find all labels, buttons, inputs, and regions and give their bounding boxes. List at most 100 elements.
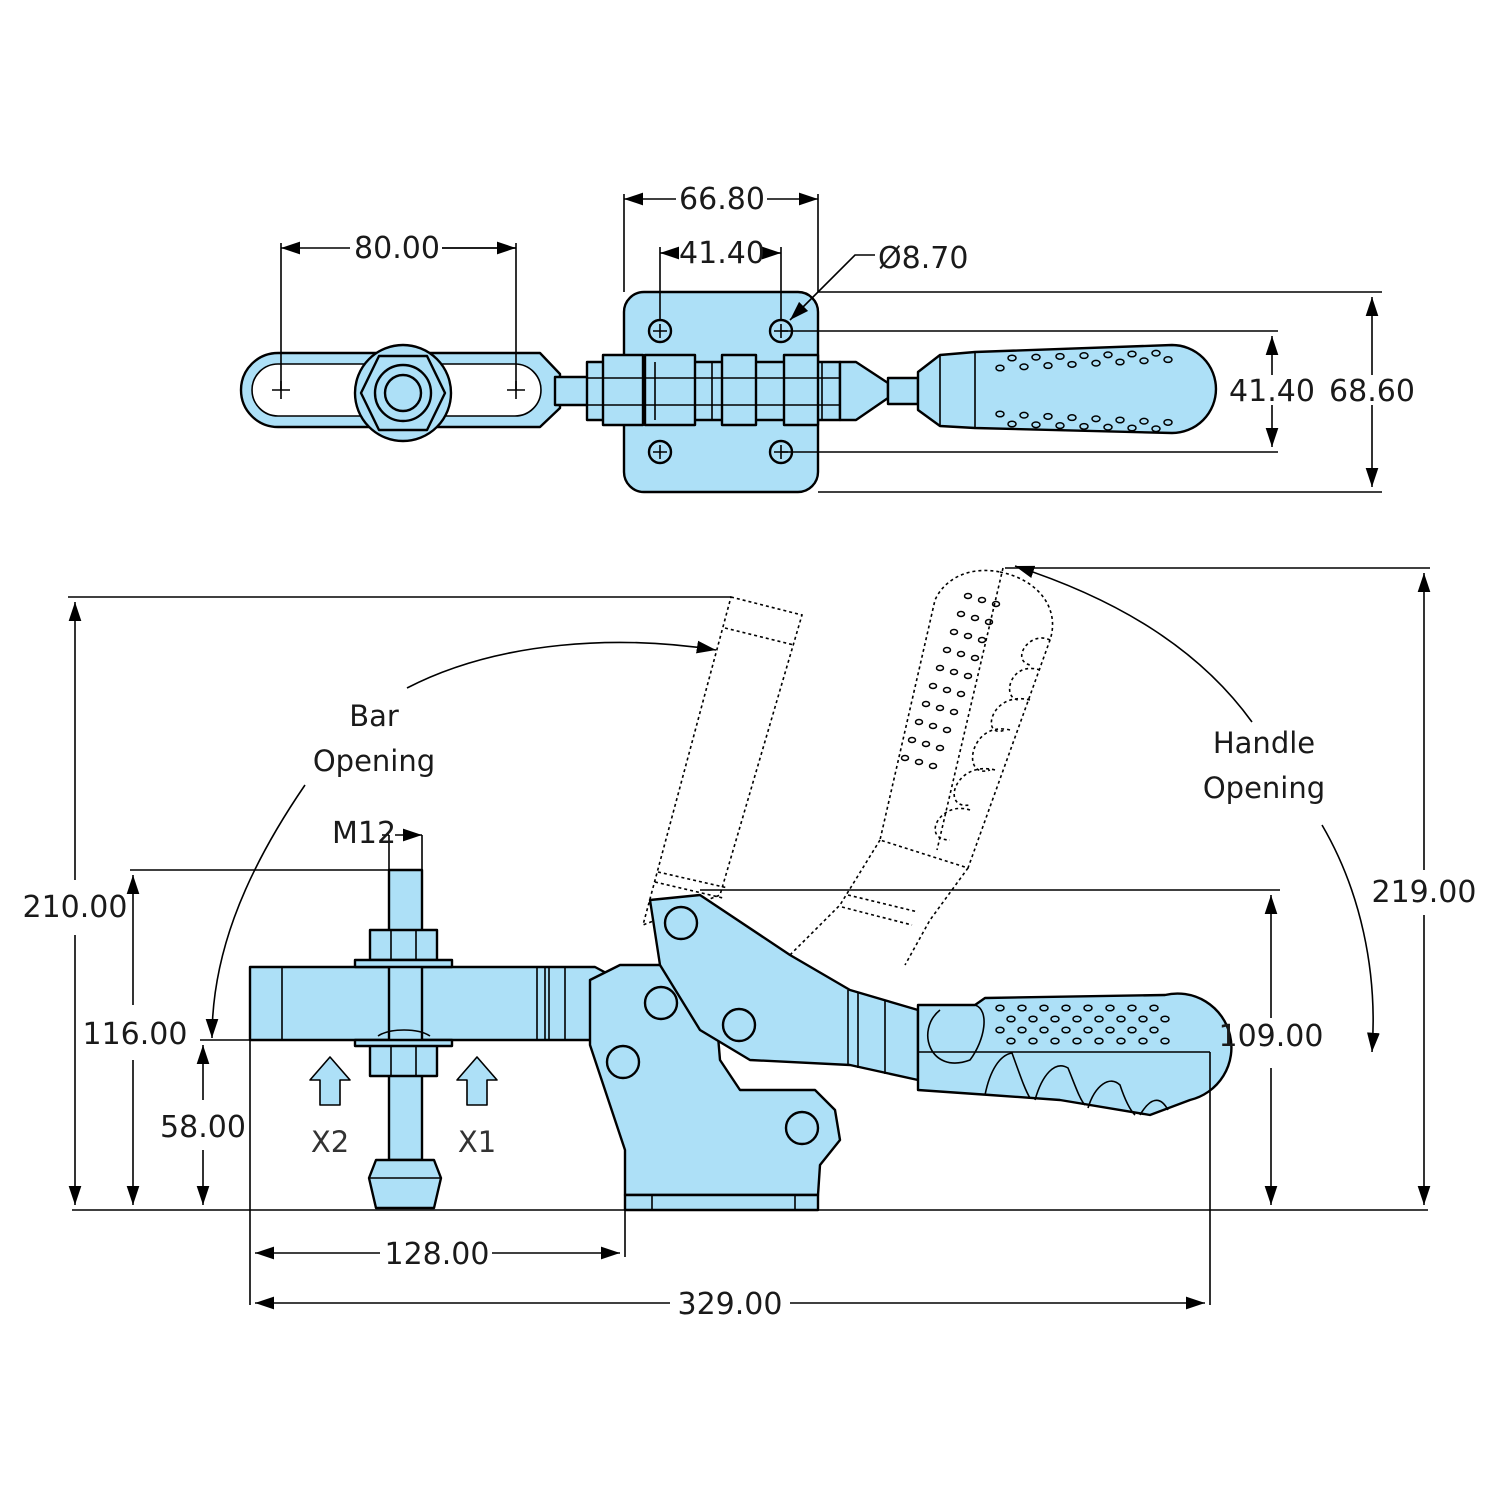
grip-dot xyxy=(1138,1015,1148,1023)
grip-dot xyxy=(1043,412,1053,420)
label-x1: X1 xyxy=(458,1125,496,1159)
label-handle-opening-1: Handle xyxy=(1213,726,1315,760)
grip-dot xyxy=(991,600,1001,608)
dim-bar-height: 58.00 xyxy=(160,1110,246,1145)
hex-nut-side-lower xyxy=(368,1043,439,1078)
dim-hole-spacing-y: 41.40 xyxy=(1229,374,1315,409)
grip-dot xyxy=(977,636,987,644)
grip-dot xyxy=(1151,349,1161,357)
grip-dot xyxy=(963,632,973,640)
grip-dot xyxy=(1163,356,1173,364)
grip-dot xyxy=(1139,357,1149,365)
grip-dot xyxy=(1127,350,1137,358)
grip-dot xyxy=(1160,1037,1170,1045)
grip-dot xyxy=(1083,1026,1093,1034)
grip-dot xyxy=(1055,352,1065,360)
grip-dot xyxy=(1103,423,1113,431)
label-handle-opening-2: Opening xyxy=(1203,771,1325,805)
grip-dot xyxy=(995,1026,1005,1034)
grip-dot xyxy=(914,758,924,766)
grip-dot xyxy=(1061,1026,1071,1034)
grip-dot xyxy=(1127,424,1137,432)
hex-nut-side-upper xyxy=(368,928,439,962)
dim-bar-open-height: 210.00 xyxy=(23,890,128,925)
grip-dot xyxy=(1006,1037,1016,1045)
grip-dot xyxy=(949,628,959,636)
bar-open-ghost xyxy=(641,596,804,927)
grip-dot xyxy=(1138,1037,1148,1045)
grip-dot xyxy=(914,718,924,726)
grip-dot xyxy=(1019,411,1029,419)
grip-dot xyxy=(1039,1026,1049,1034)
grip-dot xyxy=(928,762,938,770)
grip-dot xyxy=(1127,1004,1137,1012)
grip-dot xyxy=(1043,362,1053,370)
grip-dot xyxy=(928,682,938,690)
grip-dot xyxy=(956,610,966,618)
grip-dot xyxy=(1067,360,1077,368)
grip-dot xyxy=(1019,363,1029,371)
grip-dot xyxy=(1116,1037,1126,1045)
side-view: X2 X1 Bar Opening Handle Opening 210.0 xyxy=(23,565,1477,1322)
handle-open-ghost xyxy=(879,569,1054,869)
grip-dot xyxy=(1094,1015,1104,1023)
grip-dot xyxy=(1028,1037,1038,1045)
grip-dot xyxy=(949,708,959,716)
grip-dot xyxy=(1028,1015,1038,1023)
dim-bar-slot: 80.00 xyxy=(354,231,440,266)
grip-dot xyxy=(1116,1015,1126,1023)
dim-overall-length: 329.00 xyxy=(678,1287,783,1322)
grip-dot xyxy=(970,614,980,622)
grip-dot xyxy=(995,410,1005,418)
grip-dot xyxy=(1160,1015,1170,1023)
dim-spindle-height: 116.00 xyxy=(83,1017,188,1052)
grip-dot xyxy=(1151,425,1161,433)
grip-dot xyxy=(970,654,980,662)
dim-hole-diameter: Ø8.70 xyxy=(878,241,968,276)
grip-dot xyxy=(935,704,945,712)
grip-dot xyxy=(921,740,931,748)
grip-dots xyxy=(995,349,1173,433)
grip-dot xyxy=(963,592,973,600)
grip-dot xyxy=(1079,352,1089,360)
grip-dot xyxy=(942,726,952,734)
grip-dot xyxy=(1103,351,1113,359)
force-arrow-x1-icon xyxy=(456,1056,498,1106)
grip-dot xyxy=(1031,353,1041,361)
grip-dot xyxy=(1139,417,1149,425)
grip-dot xyxy=(1050,1015,1060,1023)
label-bar-opening-2: Opening xyxy=(313,744,435,778)
dim-handle-height: 109.00 xyxy=(1219,1019,1324,1054)
dim-handle-open-height: 219.00 xyxy=(1372,875,1477,910)
label-x2: X2 xyxy=(311,1125,349,1159)
grip-dot xyxy=(1067,414,1077,422)
grip-dot xyxy=(1115,358,1125,366)
grip-dot xyxy=(1061,1004,1071,1012)
dim-bar-to-base: 128.00 xyxy=(385,1237,490,1272)
grip-dot xyxy=(956,650,966,658)
grip-dot xyxy=(942,686,952,694)
handle-grip-top xyxy=(916,343,1218,435)
grip-dot xyxy=(956,690,966,698)
grip-dot xyxy=(977,596,987,604)
dim-hole-spacing-x: 41.40 xyxy=(679,236,765,271)
grip-dot xyxy=(949,668,959,676)
force-arrow-x2-icon xyxy=(309,1056,351,1106)
grip-dot xyxy=(1149,1004,1159,1012)
grip-dot xyxy=(1050,1037,1060,1045)
grip-dot xyxy=(921,700,931,708)
grip-dot xyxy=(1094,1037,1104,1045)
handle-grip-side xyxy=(916,992,1233,1117)
side-grip-dots xyxy=(995,1004,1170,1045)
grip-dot xyxy=(1079,422,1089,430)
grip-dot xyxy=(1007,420,1017,428)
grip-dot xyxy=(1149,1026,1159,1034)
grip-dot xyxy=(1091,359,1101,367)
grip-dot xyxy=(1105,1026,1115,1034)
spindle xyxy=(387,868,424,1162)
clamp-bar xyxy=(248,965,612,1042)
grip-dot xyxy=(1031,421,1041,429)
dim-base-width: 66.80 xyxy=(679,182,765,217)
grip-dot xyxy=(1039,1004,1049,1012)
